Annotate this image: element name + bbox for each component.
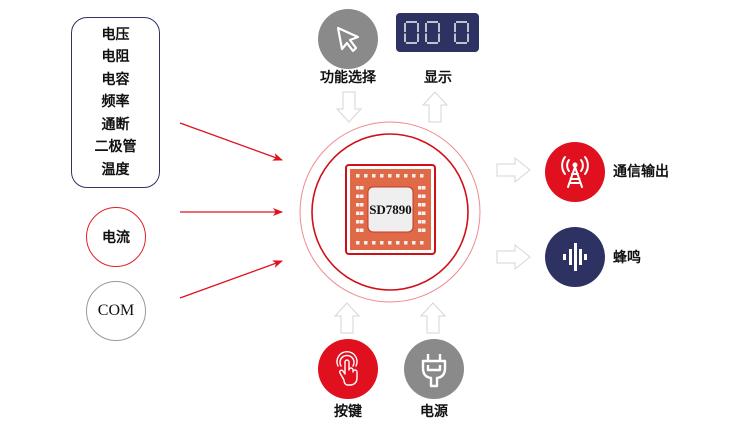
- touch-hand-icon: [336, 350, 358, 386]
- measure-item-capacitance: 电容: [101, 71, 130, 88]
- chip-pin: [356, 228, 360, 232]
- chip-pin: [356, 194, 360, 198]
- cursor-icon: [336, 26, 360, 53]
- measure-item-diode: 二极管: [94, 139, 137, 156]
- chip-pin: [422, 203, 426, 207]
- chip-pin: [404, 174, 408, 178]
- com-input-circle: COM: [86, 281, 146, 341]
- arrow-chip-to-comm: [496, 156, 531, 184]
- chip-pin: [418, 203, 422, 207]
- current-input-circle: 电流: [86, 207, 146, 267]
- comm-output-button[interactable]: [545, 142, 605, 202]
- chip-pin: [418, 194, 422, 198]
- outer-ring: [299, 121, 481, 303]
- antenna-tower-icon: [561, 156, 589, 188]
- arrow-chip-to-buzzer: [496, 243, 531, 271]
- chip-pin: [380, 241, 384, 245]
- arrow-power-to-chip: [419, 302, 447, 334]
- chip-pin: [388, 174, 392, 178]
- chip-pin: [396, 174, 400, 178]
- chip-pin: [360, 186, 364, 190]
- chip-pin: [356, 211, 360, 215]
- chip-pin: [422, 228, 426, 232]
- arrow-function-to-chip: [335, 91, 363, 123]
- chip-pin: [364, 174, 368, 178]
- chip-pin: [422, 194, 426, 198]
- chip-pin: [360, 194, 364, 198]
- chip-pin: [380, 174, 384, 178]
- chip-pin: [422, 186, 426, 190]
- com-label: COM: [97, 302, 135, 319]
- arrow-com-to-chip: [179, 260, 283, 299]
- chip-pin: [360, 228, 364, 232]
- buzzer-label: 蜂鸣: [613, 250, 641, 266]
- function-select-label: 功能选择: [320, 70, 376, 86]
- arrow-button-to-chip: [333, 302, 361, 334]
- chip-pin: [412, 174, 416, 178]
- power-label: 电源: [420, 404, 448, 420]
- chip-pin: [356, 241, 360, 245]
- display-digits-icon: [403, 20, 469, 44]
- chip-pin: [422, 211, 426, 215]
- sound-wave-icon: [563, 243, 587, 271]
- chip-pin: [388, 241, 392, 245]
- chip-pin: [372, 241, 376, 245]
- chip-pin: [360, 203, 364, 207]
- seven-segment-display: [396, 13, 479, 52]
- chip-pin: [420, 241, 424, 245]
- chip-pin: [418, 211, 422, 215]
- chip-pin: [360, 211, 364, 215]
- inner-ring: [311, 133, 469, 291]
- display-label: 显示: [424, 70, 452, 86]
- power-button[interactable]: [404, 339, 464, 399]
- measure-item-resistance: 电阻: [101, 49, 130, 66]
- chip-label: SD7890: [369, 202, 412, 217]
- keypress-label: 按键: [334, 404, 362, 420]
- chip-pin: [364, 241, 368, 245]
- comm-output-label: 通信输出: [613, 164, 669, 180]
- chip-pin: [396, 241, 400, 245]
- chip-pin: [418, 228, 422, 232]
- function-select-button[interactable]: [318, 9, 378, 69]
- power-plug-icon: [421, 354, 447, 388]
- buzzer-button[interactable]: [545, 227, 605, 287]
- chip-pin: [372, 174, 376, 178]
- chip-pin: [412, 241, 416, 245]
- measurement-list-box: 电压 电阻 电容 频率 通断 二极管 温度: [71, 17, 160, 188]
- chip-pin: [418, 220, 422, 224]
- chip-pin: [360, 220, 364, 224]
- measure-item-temperature: 温度: [101, 161, 130, 178]
- chip-icon: [345, 164, 436, 255]
- chip-pin: [356, 174, 360, 178]
- chip-pin: [356, 203, 360, 207]
- arrow-measure-to-chip: [179, 122, 283, 161]
- chip-pin: [356, 186, 360, 190]
- chip-pin: [422, 220, 426, 224]
- current-label: 电流: [102, 230, 130, 246]
- chip-pin: [418, 186, 422, 190]
- keypress-button[interactable]: [318, 339, 378, 399]
- measure-item-voltage: 电压: [101, 26, 130, 43]
- measure-item-frequency: 频率: [101, 94, 130, 111]
- measure-item-continuity: 通断: [101, 116, 130, 133]
- chip-pin: [356, 220, 360, 224]
- chip-pin: [404, 241, 408, 245]
- chip-pin: [420, 174, 424, 178]
- arrow-chip-to-display: [421, 91, 449, 123]
